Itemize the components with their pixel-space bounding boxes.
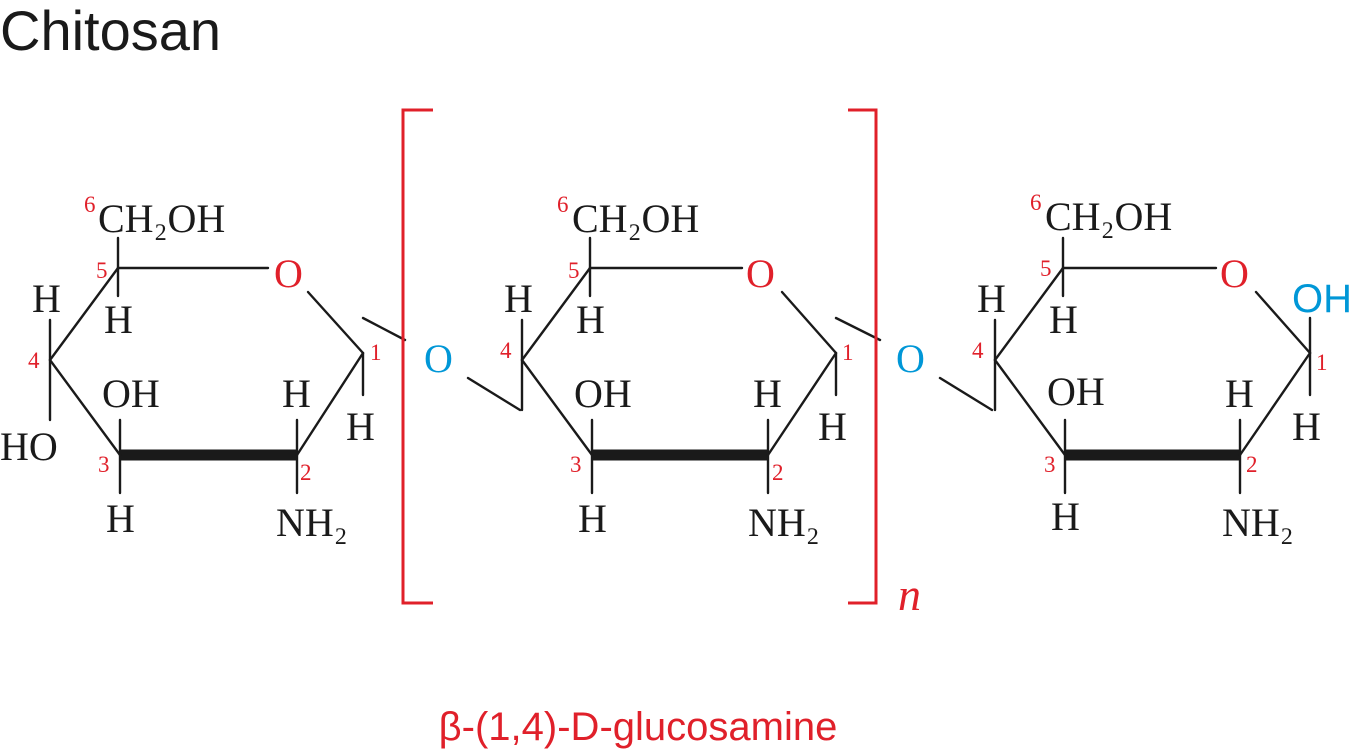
h-label: H	[753, 371, 782, 416]
carbon-number: 2	[1246, 452, 1258, 477]
terminal-oh-label: OH	[1292, 277, 1352, 321]
carbon-number: 5	[96, 258, 108, 283]
glycosidic-oxygen: O	[896, 336, 925, 381]
h-label: H	[578, 496, 607, 541]
carbon-number: 6	[557, 192, 569, 217]
h-label: H	[1051, 494, 1080, 539]
glucosamine-unit-1: CH₂OH O H H HO OH H H NH₂ H 1 2 3 4 5 6	[0, 192, 407, 545]
caption: β-(1,4)-D-glucosamine	[439, 705, 838, 749]
carbon-number: 4	[500, 338, 512, 363]
oh-label: OH	[574, 371, 632, 416]
oh-label: OH	[102, 371, 160, 416]
nh2-label: NH₂	[1222, 500, 1294, 545]
glucosamine-unit-3: CH₂OH O OH H H OH H H NH₂ H 1 2 3 4 5 6	[972, 190, 1352, 545]
h-label: H	[346, 404, 375, 449]
h-label: H	[104, 297, 133, 342]
ring-oxygen: O	[1220, 251, 1249, 296]
h-label: H	[106, 496, 135, 541]
right-bracket	[848, 108, 878, 605]
oh-label: OH	[1047, 369, 1105, 414]
h-label: H	[576, 297, 605, 342]
h-label: H	[504, 276, 533, 321]
carbon-number: 3	[570, 452, 582, 477]
h-label: H	[32, 276, 61, 321]
carbon-number: 2	[772, 460, 784, 485]
h-label: H	[1292, 404, 1321, 449]
glycosidic-oxygen: O	[424, 336, 453, 381]
nh2-label: NH₂	[276, 500, 348, 545]
carbon-number: 6	[84, 192, 96, 217]
ch2oh-label: CH₂OH	[98, 196, 225, 241]
ring-oxygen: O	[746, 251, 775, 296]
carbon-number: 3	[1044, 452, 1056, 477]
h-label: H	[818, 404, 847, 449]
carbon-number: 1	[842, 340, 854, 365]
carbon-number: 1	[370, 340, 382, 365]
carbon-number: 3	[98, 452, 110, 477]
carbon-number: 4	[28, 348, 40, 373]
h-label: H	[1225, 371, 1254, 416]
ring-oxygen: O	[274, 251, 303, 296]
carbon-number: 5	[568, 258, 580, 283]
carbon-number: 1	[1316, 350, 1328, 375]
ch2oh-label: CH₂OH	[1045, 194, 1172, 239]
repeat-subscript: n	[898, 569, 921, 620]
h-label: H	[282, 371, 311, 416]
carbon-number: 5	[1040, 256, 1052, 281]
left-bracket	[401, 108, 433, 605]
glucosamine-unit-2: CH₂OH O H H OH H H NH₂ H 1 2 3 4 5 6	[500, 192, 882, 545]
ch2oh-label: CH₂OH	[572, 196, 699, 241]
carbon-number: 6	[1030, 190, 1042, 215]
h-label: H	[977, 276, 1006, 321]
ho-label: HO	[0, 424, 58, 469]
carbon-number: 2	[300, 460, 312, 485]
diagram-title: Chitosan	[0, 0, 221, 62]
h-label: H	[1049, 297, 1078, 342]
nh2-label: NH₂	[748, 500, 820, 545]
carbon-number: 4	[972, 338, 984, 363]
